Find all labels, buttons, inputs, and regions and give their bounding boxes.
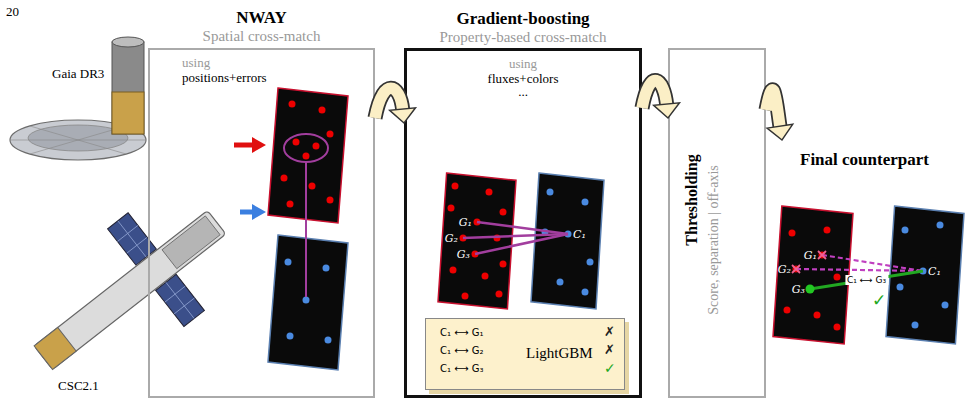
sky-outline: [531, 173, 604, 309]
source-dot: [807, 286, 814, 293]
chandra-satellite: [5, 173, 255, 402]
match-label: C₁ ⟷ G₃: [845, 275, 888, 285]
source-dot: [448, 205, 455, 212]
source-label: G₁: [804, 249, 817, 262]
source-label: G₃: [792, 283, 805, 296]
source-dot: [937, 222, 944, 229]
source-dot: [824, 227, 831, 234]
source-dot: [486, 189, 493, 196]
arrow-body: [766, 90, 780, 127]
panel-text: using: [182, 55, 210, 71]
source-dot: [482, 273, 489, 280]
source-dot: [452, 183, 459, 190]
source-dot: [462, 293, 469, 300]
arrow-head: [654, 103, 680, 118]
source-dot: [897, 284, 904, 291]
catalog-name: CSC2.1: [58, 378, 99, 394]
page-number: 20: [6, 4, 19, 20]
input-arrow: [234, 137, 266, 220]
accept-mark: ✓: [604, 360, 616, 376]
catalog-name: Gaia DR3: [52, 66, 104, 82]
panel-text: using: [407, 56, 639, 72]
panel-text: Score, separation | off-axis: [706, 165, 722, 315]
reject-cross: [818, 251, 826, 259]
source-dot: [834, 274, 841, 281]
panel-text: LightGBM: [526, 345, 593, 362]
source-dot: [557, 279, 564, 286]
source-dot: [784, 307, 791, 314]
source-label: G₂: [778, 263, 791, 276]
match-line: [477, 222, 568, 234]
accepted-dot: [806, 285, 815, 294]
panel-title: NWAY: [150, 8, 373, 28]
panel-text: ...: [407, 84, 639, 100]
match-line: [475, 234, 568, 254]
panel-title: Thresholding: [683, 154, 701, 245]
arrow-head: [390, 108, 416, 123]
reject-mark: ✗: [604, 342, 615, 357]
panel-title: Final counterpart: [800, 150, 929, 170]
panel-text: positions+errors: [182, 70, 267, 86]
arrow-head: [767, 124, 793, 140]
source-dot: [942, 302, 949, 309]
gaia-satellite: [10, 37, 146, 160]
sky-outline: [438, 173, 516, 309]
model-box: C₁ ⟷ G₁ C₁ ⟷ G₂ C₁ ⟷ G₃ LightGBM: [425, 318, 625, 390]
reject-cross: [792, 265, 800, 273]
rejected-line: [796, 269, 923, 271]
sky-panel: G₁G₂ G₃: [437, 172, 517, 310]
panel-title: C₁ ⟷ G₁: [440, 327, 483, 338]
source-dot: [500, 261, 507, 268]
source-dot: [814, 312, 821, 319]
source-label: C₁: [928, 265, 941, 278]
source-dot: [902, 227, 909, 234]
source-dot: [587, 259, 594, 266]
source-dot: [500, 209, 507, 216]
source-dot: [789, 230, 796, 237]
flow-arrow: [766, 90, 793, 140]
panel-text: C₁ ⟷ G₃: [440, 363, 483, 374]
source-dot: [547, 189, 554, 196]
panel-title: Gradient-boosting: [407, 9, 639, 29]
arrow-body: [766, 90, 780, 127]
source-dot: [582, 199, 589, 206]
sky-outline: [773, 206, 853, 344]
source-dot: [496, 291, 503, 298]
flow-arrow: [375, 88, 416, 123]
stage-panel: Final counterpartG₂ G₁ G₃ C₁: [770, 140, 974, 360]
source-label: G₁: [459, 216, 472, 229]
source-dot: [450, 267, 457, 274]
stage-panel: NWAYSpatial cross-matchusingpositions+er…: [148, 48, 375, 398]
reject-mark: ✗: [604, 324, 615, 339]
source-dot: [912, 322, 919, 329]
source-label: C₁: [573, 228, 586, 241]
panel-text: C₁ ⟷ G₂: [440, 345, 483, 356]
source-label: G₃: [457, 248, 470, 261]
rejected-line: [822, 255, 923, 271]
source-label: G₂: [445, 232, 458, 245]
stage-panel: Thresholding Score, separation | off-axis: [668, 48, 766, 398]
accepted-line: [810, 271, 923, 289]
source-dot: [582, 289, 589, 296]
flow-arrow: [642, 81, 680, 118]
source-dot: [834, 324, 841, 331]
sky-panel: G₂ G₁ G₃: [772, 205, 854, 345]
accept-mark: ✓: [872, 290, 886, 310]
panel-text: Spatial cross-match: [150, 28, 373, 45]
panel-text: Property-based cross-match: [407, 29, 639, 46]
sky-panel: [268, 88, 348, 370]
